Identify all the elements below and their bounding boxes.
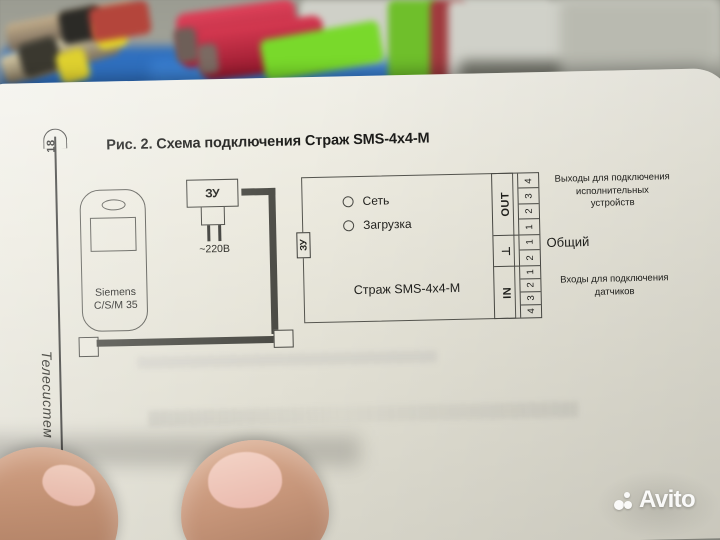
avito-watermark: Avito: [614, 486, 696, 513]
background-cell-terminal: [196, 42, 220, 76]
avito-wordmark: Avito: [639, 486, 696, 513]
background-battery-label: [87, 0, 153, 43]
background-cell-terminal: [172, 26, 200, 64]
avito-dots-icon: [614, 491, 634, 510]
